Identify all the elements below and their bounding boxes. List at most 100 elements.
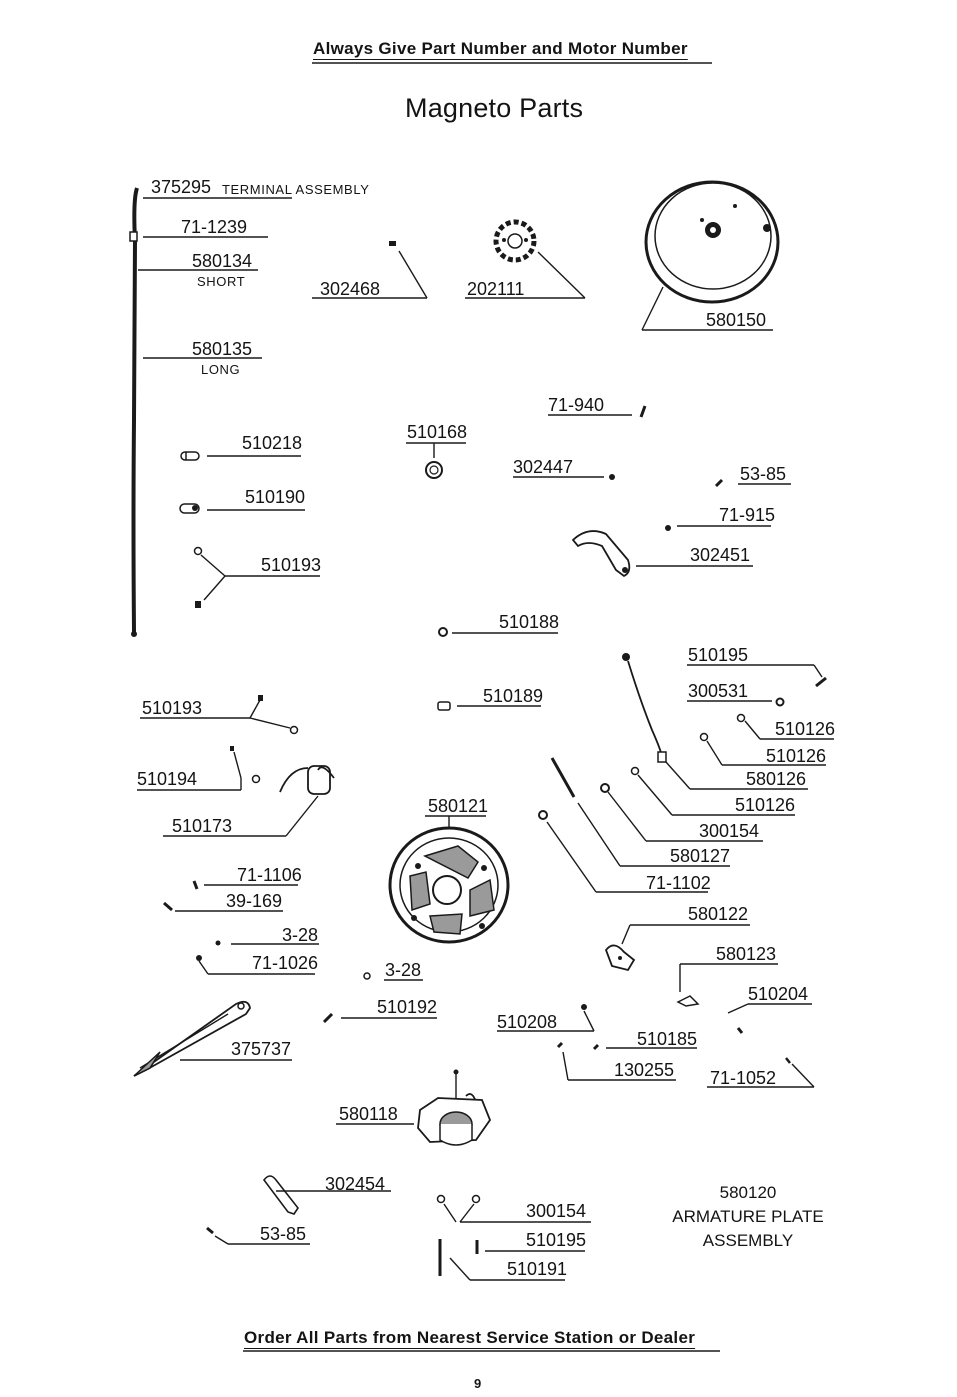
- part-label-71-1239: 71-1239: [181, 217, 248, 237]
- part-label-510208: 510208: [497, 1012, 558, 1032]
- clip-510190-illustration: [179, 503, 305, 514]
- screw-71-1106-illustration: [192, 880, 298, 890]
- washers-510126-illustration: [630, 713, 834, 816]
- part-label-580126: 580126: [746, 769, 807, 789]
- part-label-510218: 510218: [242, 433, 303, 453]
- footer-note: Order All Parts from Nearest Service Sta…: [244, 1328, 696, 1347]
- part-label-510190: 510190: [245, 487, 306, 507]
- part-label-580122: 580122: [688, 904, 749, 924]
- ring-510168-illustration: [406, 442, 466, 479]
- wire-510194-illustration: [137, 746, 261, 791]
- nut-71-1026-illustration: [196, 955, 315, 975]
- part-label-71-915: 71-915: [719, 505, 776, 525]
- short-label: SHORT: [197, 274, 246, 289]
- part-label-580127: 580127: [670, 846, 731, 866]
- pin-71-940-illustration: [548, 405, 647, 418]
- armature-plate-assembly-note: 580120 ARMATURE PLATE ASSEMBLY: [672, 1183, 824, 1250]
- part-label-510204: 510204: [748, 984, 809, 1004]
- washer-3-28-b-illustration: [363, 972, 423, 981]
- pin-53-85-bottom-illustration: [206, 1226, 310, 1245]
- part-label-71-1052: 71-1052: [710, 1068, 777, 1088]
- part-label-510168: 510168: [407, 422, 468, 442]
- part-label-510191: 510191: [507, 1259, 568, 1279]
- part-label-510189: 510189: [483, 686, 544, 706]
- part-label-71-1106: 71-1106: [237, 865, 302, 885]
- part-label-375295: 375295: [151, 177, 212, 197]
- screw-71-1102-illustration: [538, 810, 708, 893]
- part-label-580121: 580121: [428, 796, 489, 816]
- part-label-510185: 510185: [637, 1029, 698, 1049]
- screw-510208-illustration: [497, 1004, 595, 1032]
- link-580127-illustration: [550, 757, 730, 867]
- part-label-39-169: 39-169: [226, 891, 283, 911]
- part-label-71-1102: 71-1102: [646, 873, 711, 893]
- pin-510204-illustration: [727, 1003, 812, 1034]
- screw-510195-top-illustration: [687, 664, 827, 688]
- breaker-arm-375737-illustration: [133, 1000, 292, 1077]
- long-label: LONG: [201, 362, 241, 377]
- pin-510185-illustration: [592, 1043, 697, 1051]
- bracket-302451-illustration: [571, 530, 753, 578]
- nut-300531-illustration: [687, 697, 785, 707]
- part-label-202111: 202111: [467, 279, 525, 299]
- part-label-302451: 302451: [690, 545, 751, 565]
- part-label-300531: 300531: [688, 681, 749, 701]
- pin-71-915-illustration: [665, 525, 771, 531]
- wire-510193-mid-illustration: [140, 695, 299, 735]
- washer-510188-illustration: [438, 627, 558, 637]
- part-label-510188: 510188: [499, 612, 560, 632]
- part-label-300154-mid: 300154: [699, 821, 760, 841]
- part-label-510192: 510192: [377, 997, 438, 1017]
- part-label-510173: 510173: [172, 816, 233, 836]
- part-label-510126-b: 510126: [766, 746, 827, 766]
- washer-300154-mid-illustration: [600, 783, 763, 842]
- part-label-3-28-a: 3-28: [282, 925, 319, 945]
- washer-3-28-a-illustration: [215, 940, 319, 946]
- part-label-580118: 580118: [339, 1104, 398, 1124]
- screw-302468-illustration: [312, 241, 428, 299]
- terminal-assembly-label: TERMINAL ASSEMBLY: [222, 182, 370, 197]
- screw-39-169-illustration: [163, 901, 283, 912]
- pin-302447-illustration: [513, 474, 615, 480]
- wire-510193-top-illustration: [193, 546, 320, 608]
- block-510189-illustration: [437, 701, 541, 711]
- part-label-302447: 302447: [513, 457, 574, 477]
- gear-202111-illustration: [465, 219, 586, 299]
- page-number: 9: [474, 1376, 482, 1391]
- part-label-510193-top: 510193: [261, 555, 322, 575]
- condenser-510173-illustration: [163, 765, 335, 837]
- pin-510192-illustration: [322, 1012, 437, 1024]
- part-label-71-1026: 71-1026: [252, 953, 319, 973]
- washers-300154-bottom-illustration: [436, 1194, 591, 1223]
- part-label-510195-top: 510195: [688, 645, 749, 665]
- screw-510195-bottom-illustration: [475, 1240, 585, 1254]
- screw-510191-illustration: [438, 1239, 565, 1281]
- terminal-wire-illustration: [129, 187, 292, 637]
- part-label-580134: 580134: [192, 251, 253, 271]
- cam-580122-illustration: [604, 924, 750, 972]
- part-label-580123: 580123: [716, 944, 777, 964]
- part-label-3-28-b: 3-28: [385, 960, 422, 980]
- part-label-580150: 580150: [706, 310, 767, 330]
- part-label-300154-bottom: 300154: [526, 1201, 587, 1221]
- part-label-510193-mid: 510193: [142, 698, 203, 718]
- part-label-130255: 130255: [614, 1060, 675, 1080]
- part-label-510126-c: 510126: [735, 795, 796, 815]
- flywheel-580150-illustration: [641, 180, 780, 331]
- part-label-302468: 302468: [320, 279, 381, 299]
- pin-130255-illustration: [556, 1041, 676, 1081]
- page-title: Magneto Parts: [405, 93, 584, 123]
- clip-302454-illustration: [262, 1175, 391, 1215]
- part-label-510126-a: 510126: [775, 719, 836, 739]
- part-label-510194: 510194: [137, 769, 198, 789]
- header-note: Always Give Part Number and Motor Number: [313, 39, 688, 58]
- part-label-53-85-top: 53-85: [740, 464, 787, 484]
- part-label-510195-bottom: 510195: [526, 1230, 587, 1250]
- lead-580126-illustration: [622, 653, 808, 790]
- coil-580118-illustration: [336, 1069, 492, 1146]
- part-label-302454: 302454: [325, 1174, 386, 1194]
- clip-510218-illustration: [180, 451, 301, 461]
- part-label-580135: 580135: [192, 339, 253, 359]
